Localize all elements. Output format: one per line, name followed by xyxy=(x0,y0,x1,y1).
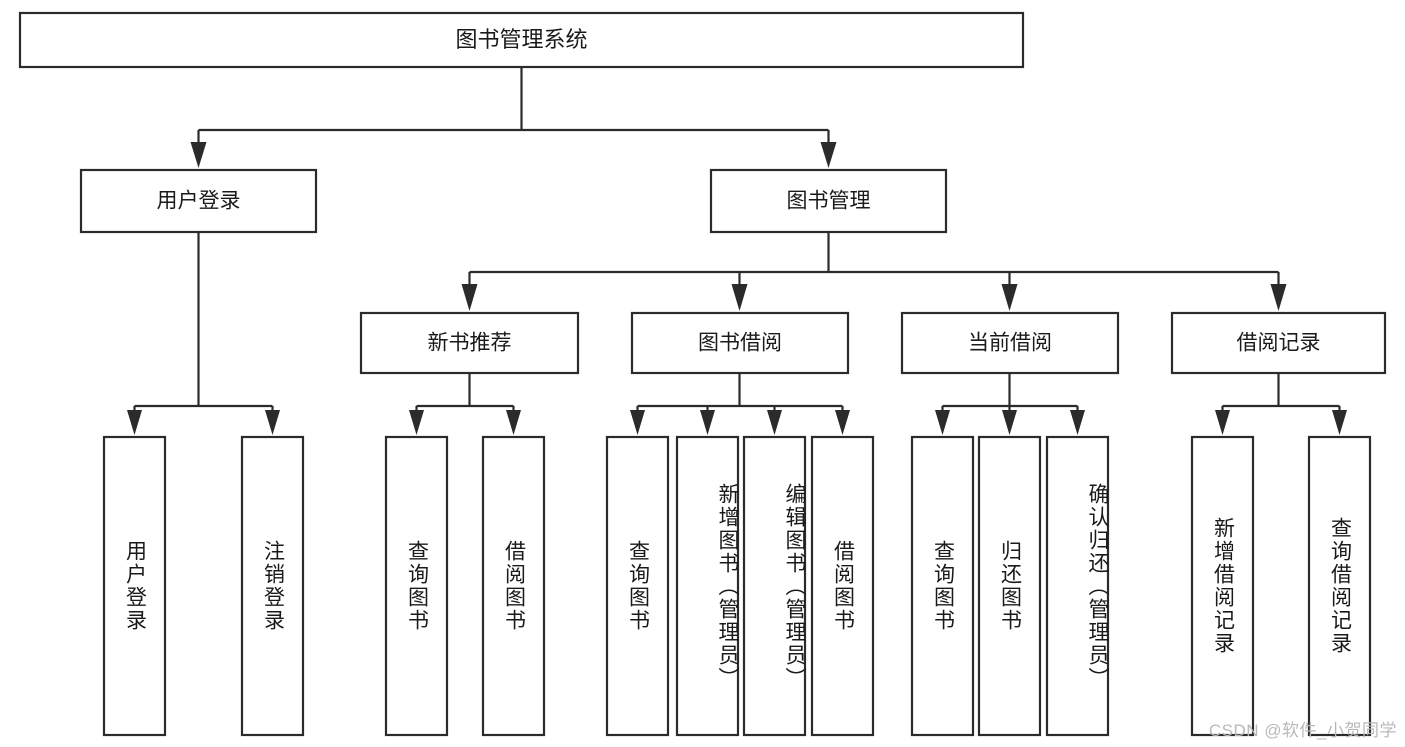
arrow-head-book-borrow xyxy=(731,284,748,311)
arrow-head-leaf-add-record xyxy=(1215,410,1230,435)
arrow-head-book-management xyxy=(820,142,837,168)
node-box-leaf-edit-book[interactable] xyxy=(742,435,807,737)
node-box-current-borrow[interactable] xyxy=(900,311,1120,375)
arrow-head-new-book-recommend xyxy=(461,284,478,311)
arrow-head-leaf-user-login xyxy=(127,410,142,435)
node-box-leaf-add-book[interactable] xyxy=(675,435,740,737)
node-box-leaf-user-logout[interactable] xyxy=(240,435,305,737)
arrow-head-leaf-query-record xyxy=(1332,410,1347,435)
node-box-leaf-query-book-3[interactable] xyxy=(910,435,975,737)
arrow-head-leaf-query-book-2 xyxy=(630,410,645,435)
arrow-head-leaf-query-book-1 xyxy=(409,410,424,435)
node-box-leaf-add-record[interactable] xyxy=(1190,435,1255,737)
arrow-head-leaf-confirm-return xyxy=(1070,410,1085,435)
node-box-leaf-return-book[interactable] xyxy=(977,435,1042,737)
node-label-user-login: 用户登录 xyxy=(157,190,241,213)
connector-group-borrow-record xyxy=(1215,373,1347,435)
node-box-root[interactable] xyxy=(18,11,1025,69)
node-label-root: 图书管理系统 xyxy=(455,27,587,52)
connector-group-root xyxy=(190,67,837,168)
connector-group-current-borrow xyxy=(935,373,1085,435)
arrow-head-leaf-query-book-3 xyxy=(935,410,950,435)
connector-group-book-borrow xyxy=(630,373,850,435)
node-box-leaf-query-book-2[interactable] xyxy=(605,435,670,737)
node-label-borrow-record: 借阅记录 xyxy=(1237,332,1321,355)
connector-group-book-management xyxy=(461,232,1287,311)
watermark-text: CSDN @软件_小贺同学 xyxy=(1208,721,1397,740)
node-box-leaf-borrow-book-1[interactable] xyxy=(481,435,546,737)
arrow-head-user-login xyxy=(190,142,207,168)
node-box-new-book-recommend[interactable] xyxy=(359,311,580,375)
arrow-head-leaf-edit-book xyxy=(767,410,782,435)
node-box-leaf-confirm-return[interactable] xyxy=(1045,435,1110,737)
node-box-borrow-record[interactable] xyxy=(1170,311,1387,375)
node-label-book-management: 图书管理 xyxy=(787,190,871,213)
node-box-leaf-borrow-book-2[interactable] xyxy=(810,435,875,737)
arrow-head-current-borrow xyxy=(1001,284,1018,311)
node-box-leaf-query-record[interactable] xyxy=(1307,435,1372,737)
arrow-head-leaf-borrow-book-2 xyxy=(835,410,850,435)
connector-group-user-login xyxy=(127,232,280,435)
node-box-book-borrow[interactable] xyxy=(630,311,850,375)
node-box-leaf-query-book-1[interactable] xyxy=(384,435,449,737)
node-label-new-book-recommend: 新书推荐 xyxy=(428,332,512,355)
connector-group-new-book-recommend xyxy=(409,373,521,435)
node-box-leaf-user-login[interactable] xyxy=(102,435,167,737)
arrow-head-borrow-record xyxy=(1270,284,1287,311)
arrow-head-leaf-borrow-book-1 xyxy=(506,410,521,435)
arrow-head-leaf-return-book xyxy=(1002,410,1017,435)
arrow-head-leaf-add-book xyxy=(700,410,715,435)
node-label-current-borrow: 当前借阅 xyxy=(968,332,1052,355)
arrow-head-leaf-user-logout xyxy=(265,410,280,435)
node-label-book-borrow: 图书借阅 xyxy=(698,332,782,355)
node-box-book-management[interactable] xyxy=(709,168,948,234)
node-box-user-login[interactable] xyxy=(79,168,318,234)
